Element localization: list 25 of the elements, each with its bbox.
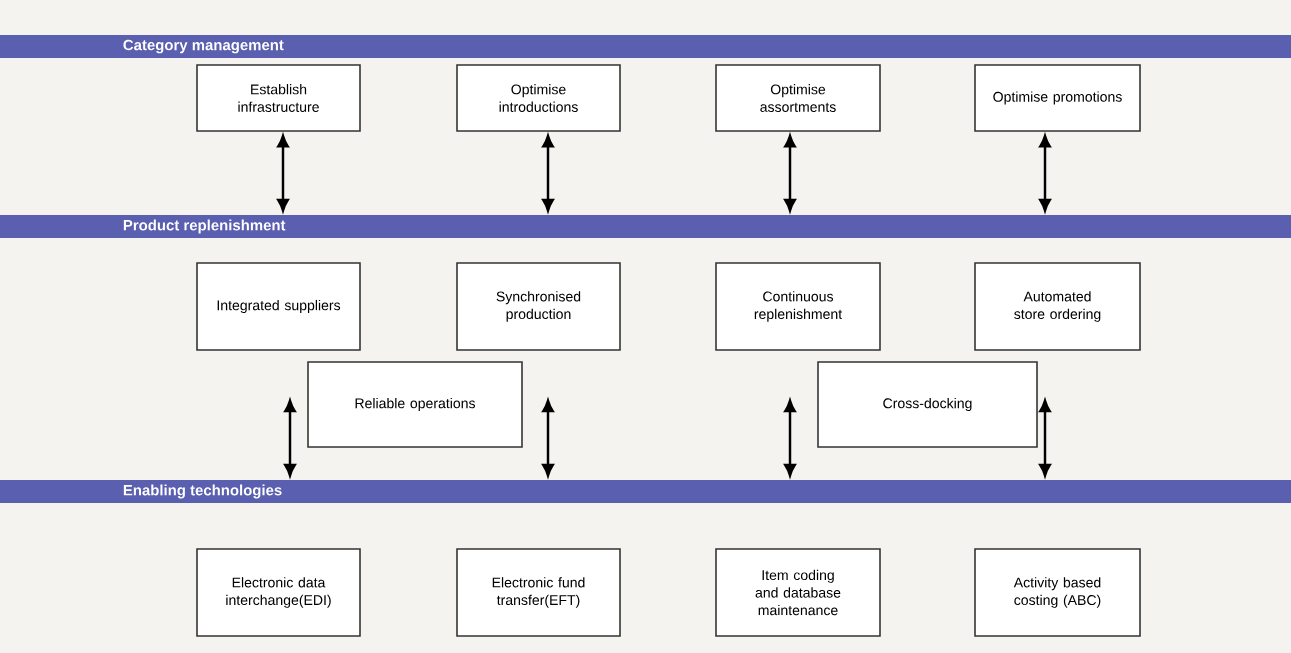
- process-box: Optimise assortments: [715, 64, 881, 132]
- double-arrow: [542, 399, 554, 477]
- double-arrow: [784, 134, 796, 212]
- process-box: Cross-docking: [817, 361, 1038, 448]
- double-arrow: [784, 399, 796, 477]
- process-box: Reliable operations: [307, 361, 523, 448]
- process-box: Item coding and database maintenance: [715, 548, 881, 637]
- double-arrow: [542, 134, 554, 212]
- double-arrow: [1039, 399, 1051, 477]
- process-box: Synchronised production: [456, 262, 621, 351]
- process-box: Continuous replenishment: [715, 262, 881, 351]
- double-arrow: [284, 399, 296, 477]
- double-arrow: [1039, 134, 1051, 212]
- process-box: Optimise introductions: [456, 64, 621, 132]
- process-box: Electronic fund transfer(EFT): [456, 548, 621, 637]
- process-box: Activity based costing (ABC): [974, 548, 1141, 637]
- double-arrow: [277, 134, 289, 212]
- process-box: Integrated suppliers: [196, 262, 361, 351]
- section-band: Enabling technologies: [0, 480, 1291, 503]
- process-box: Establish infrastructure: [196, 64, 361, 132]
- process-box: Optimise promotions: [974, 64, 1141, 132]
- process-box: Electronic data interchange(EDI): [196, 548, 361, 637]
- section-band: Category management: [0, 35, 1291, 58]
- section-band: Product replenishment: [0, 215, 1291, 238]
- process-box: Automated store ordering: [974, 262, 1141, 351]
